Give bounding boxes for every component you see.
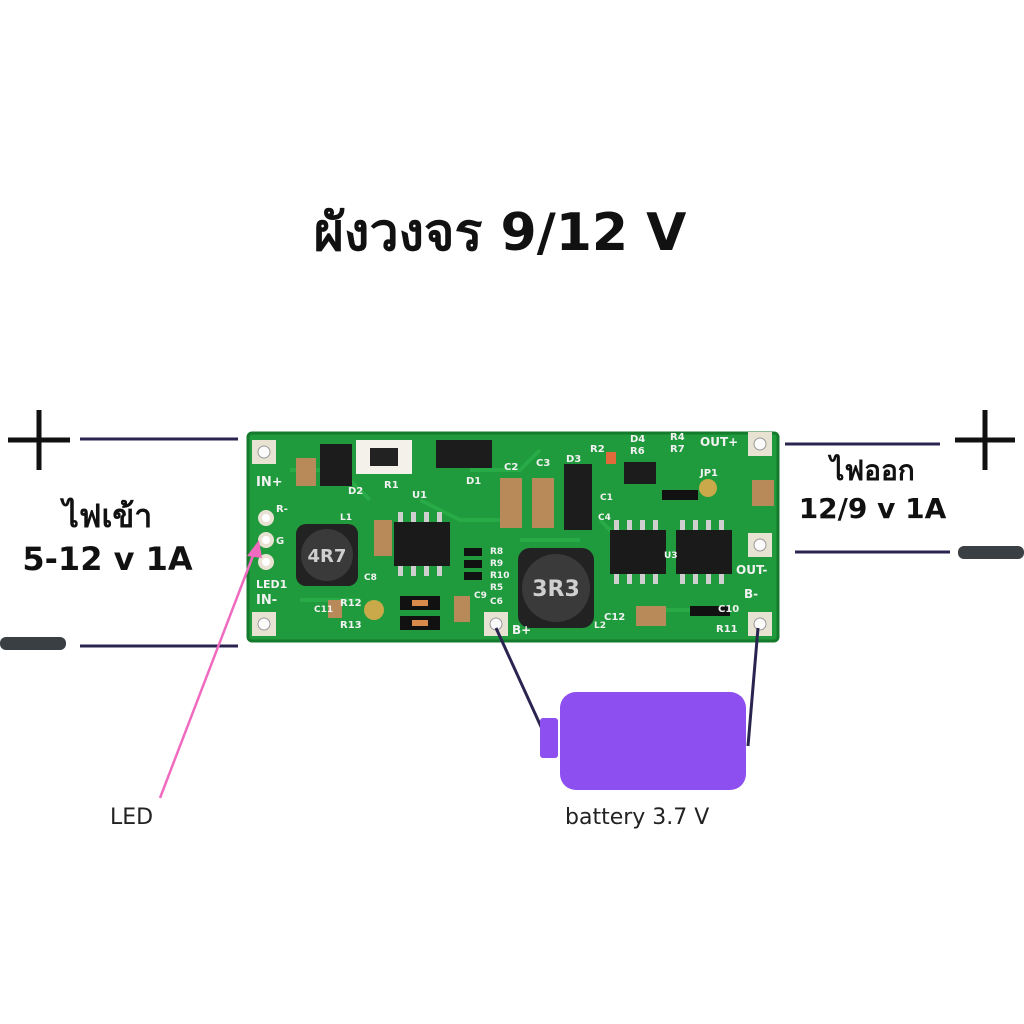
inductor-l1-marking: 4R7 [308,546,347,567]
silk-r6: R6 [630,446,645,457]
silk-c12: C12 [604,612,625,623]
diode-d1 [436,440,492,468]
resistor-r10 [464,572,482,580]
led-pointer-arrow [158,540,262,799]
inductor-l2-marking: 3R3 [532,577,580,602]
pad-in-minus [252,612,276,636]
silk-c11: C11 [314,605,333,615]
silk-r5: R5 [490,583,503,593]
silk-r10: R10 [490,571,509,581]
silk-c9: C9 [474,591,487,601]
battery-negative-wire [746,627,760,747]
silk-out-minus: OUT- [736,563,767,577]
silk-l2: L2 [594,621,606,631]
silk-g: G [276,536,284,547]
battery-positive-wire [494,627,550,743]
pad-in-plus [252,440,276,464]
silk-r2: R2 [590,444,605,455]
silk-b-plus: B+ [512,623,531,637]
silk-r7: R7 [670,444,685,455]
led-d4 [606,452,616,464]
silk-d4: D4 [630,434,645,445]
capacitor-c12 [636,606,666,626]
silk-led1: LED1 [256,578,287,591]
capacitor-c11 [328,600,342,618]
inductor-l1: 4R7 [296,524,358,586]
input-power-label: ไฟเข้า 5-12 v 1A [0,495,215,581]
silk-l1: L1 [340,513,352,523]
silk-c2: C2 [504,462,518,473]
silk-r11: R11 [716,624,738,635]
pad-out-plus [748,432,772,456]
inductor-l2: 3R3 [518,548,594,628]
input-minus-symbol [0,637,66,650]
battery-label: battery 3.7 V [565,805,710,830]
silk-r1: R1 [384,480,399,491]
input-power-title: ไฟเข้า [62,497,153,535]
diode-d2 [320,444,352,486]
pad-led1-1 [258,510,274,526]
output-power-spec: 12/9 v 1A [798,491,947,525]
diode-d3 [564,464,592,530]
ic-u3 [676,520,732,584]
silk-in-plus: IN+ [256,475,283,490]
pad-b-minus [748,612,772,636]
jumper-jp1 [699,479,717,497]
page-title: ผังวงจร 9/12 V [313,203,687,263]
battery-icon [540,692,746,790]
silk-r12: R12 [340,598,362,609]
silk-b-minus: B- [744,587,758,601]
led-label: LED [110,805,154,830]
capacitor-c3 [532,478,554,528]
silk-r-minus: R- [276,504,288,515]
output-power-title: ไฟออก [830,454,915,487]
silk-d1: D1 [466,476,481,487]
silk-r9: R9 [490,559,503,569]
capacitor-c1 [296,458,316,486]
silk-c10: C10 [718,604,739,615]
silk-jp1: JP1 [699,468,718,479]
silk-c1: C1 [600,493,613,503]
output-minus-symbol [958,546,1024,559]
output-plus-symbol [955,410,1015,470]
capacitor-c2 [500,478,522,528]
input-plus-symbol [8,410,70,470]
silk-r8: R8 [490,547,503,557]
silk-in-minus: IN- [256,593,277,608]
silk-d3: D3 [566,454,581,465]
resistor-r8 [464,548,482,556]
silk-c3: C3 [536,458,550,469]
silk-d2: D2 [348,486,363,497]
pad-b-plus [484,612,508,636]
output-power-label: ไฟออก 12/9 v 1A [780,452,965,528]
silk-c4: C4 [598,513,611,523]
capacitor-c6 [752,480,774,506]
capacitor-c8 [374,520,392,556]
silk-u3: U3 [664,551,678,561]
cap-c4 [364,600,384,620]
silk-c8: C8 [364,573,377,583]
pad-led1-2 [258,532,274,548]
transistor-q [624,462,656,484]
resistor-r9 [464,560,482,568]
resistor-r7 [662,490,698,500]
capacitor-c9 [454,596,470,622]
pcb-board: 4R7 3R3 IN+ [246,431,780,643]
ic-u2 [610,520,666,584]
silk-r13: R13 [340,620,362,631]
resistor-r11 [690,606,730,616]
silk-u1: U1 [412,490,427,501]
pad-out-minus [748,533,772,557]
ic-u1 [394,512,450,576]
silk-out-plus: OUT+ [700,435,738,449]
input-power-spec: 5-12 v 1A [22,540,193,579]
silk-c6: C6 [490,597,503,607]
silk-r4: R4 [670,432,685,443]
